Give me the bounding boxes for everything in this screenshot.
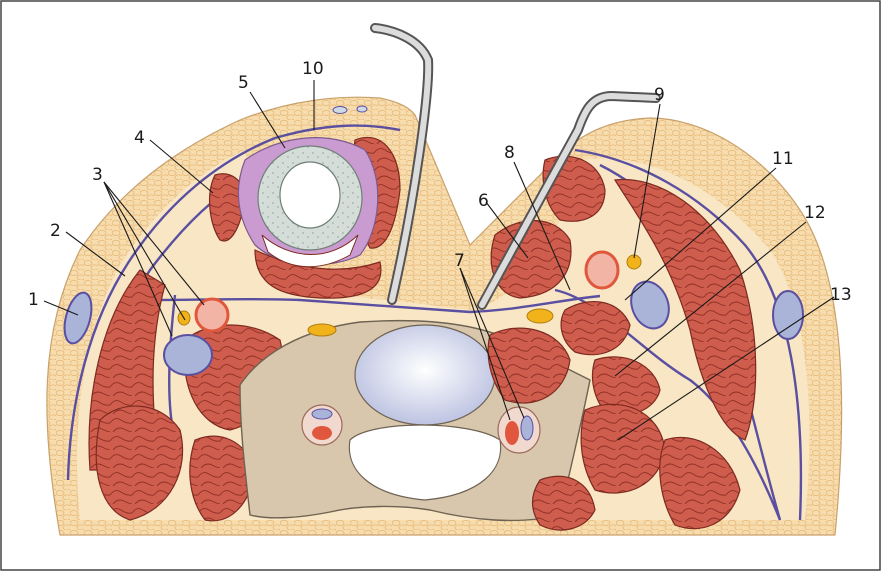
label-11: 11: [772, 149, 794, 169]
label-1: 1: [28, 290, 39, 310]
label-12: 12: [804, 203, 826, 223]
label-5: 5: [238, 73, 249, 93]
label-4: 4: [134, 128, 145, 148]
label-13: 13: [830, 285, 852, 305]
label-2: 2: [50, 221, 61, 241]
label-6: 6: [478, 191, 489, 211]
trachea-group: [238, 138, 377, 267]
label-3: 3: [92, 165, 103, 185]
label-7: 7: [454, 251, 465, 271]
label-9: 9: [654, 85, 665, 105]
label-10: 10: [302, 59, 324, 79]
label-8: 8: [504, 143, 515, 163]
